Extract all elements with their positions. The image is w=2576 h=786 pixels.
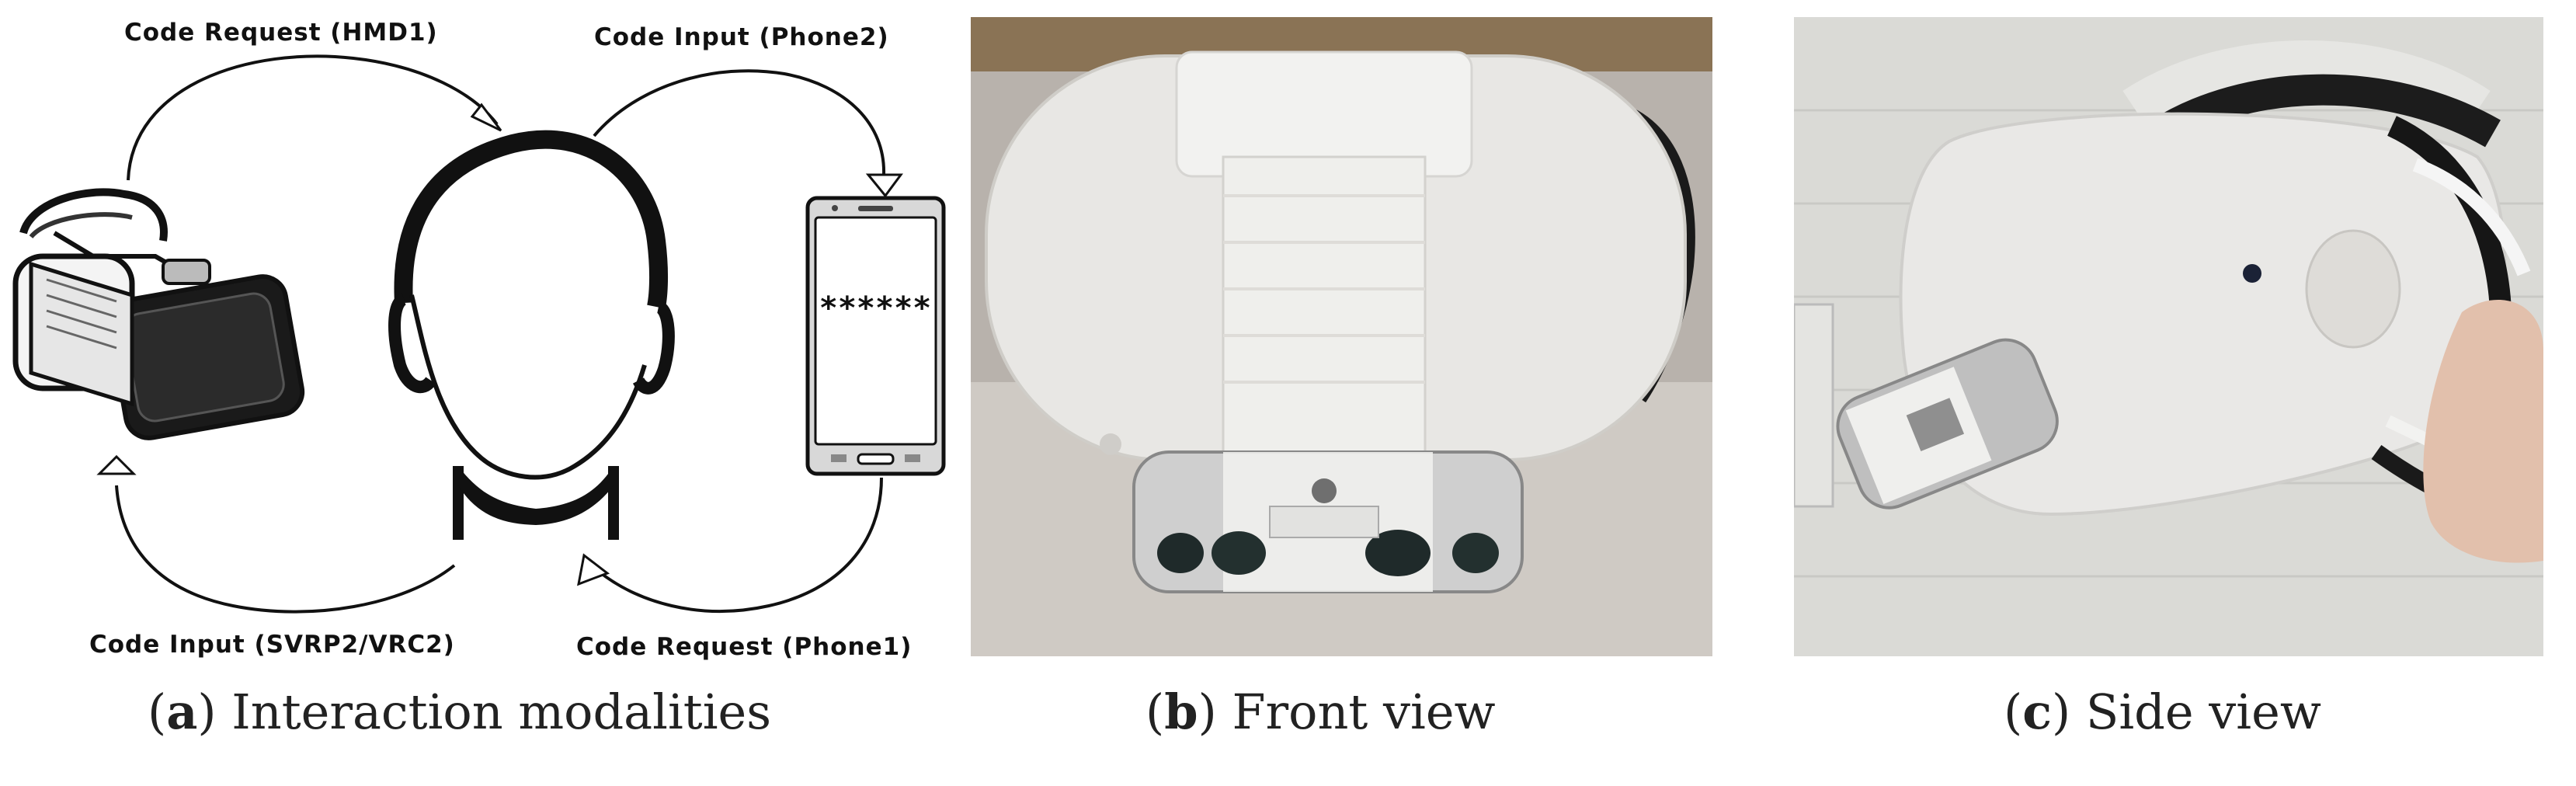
- caption-a: (a) Interaction modalities: [148, 683, 772, 740]
- caption-b-letter: b: [1164, 683, 1198, 740]
- caption-a-letter: a: [166, 683, 198, 740]
- front-view-illustration: [971, 17, 1712, 656]
- head-icon: [388, 130, 675, 540]
- label-code-input-svrp2-vrc2: Code Input (SVRP2/VRC2): [89, 631, 455, 659]
- interaction-diagram-svg: Code Request (HMD1) Code Input (Phone2) …: [12, 19, 946, 661]
- vr-headset-icon: [12, 188, 305, 440]
- caption-c-text: Side view: [2085, 683, 2321, 740]
- arrow-head-to-phone: [593, 69, 886, 176]
- arrowhead-head-to-hmd: [96, 454, 137, 475]
- label-code-request-hmd1: Code Request (HMD1): [124, 19, 438, 47]
- arrow-hmd-to-head: [127, 54, 499, 181]
- caption-b: (b) Front view: [1145, 683, 1496, 740]
- side-view-photo: [1794, 17, 2543, 656]
- caption-c: (c) Side view: [2004, 683, 2321, 740]
- caption-a-text: Interaction modalities: [231, 683, 772, 740]
- caption-b-text: Front view: [1232, 683, 1496, 740]
- arrow-head-to-hmd: [115, 485, 456, 614]
- arrow-phone-to-head: [596, 477, 883, 614]
- smartphone-icon: ******: [805, 196, 946, 476]
- arrowhead-hmd-to-head: [470, 103, 502, 132]
- front-view-photo: [971, 17, 1712, 656]
- arrowhead-head-to-phone: [865, 173, 903, 198]
- arrowhead-phone-to-head: [577, 553, 610, 586]
- label-code-request-phone1: Code Request (Phone1): [576, 633, 912, 661]
- side-view-illustration: [1794, 17, 2543, 656]
- interaction-diagram: Code Request (HMD1) Code Input (Phone2) …: [0, 0, 947, 668]
- caption-c-letter: c: [2022, 683, 2052, 740]
- label-code-input-phone2: Code Input (Phone2): [594, 23, 889, 51]
- phone-code-text: ******: [819, 290, 932, 326]
